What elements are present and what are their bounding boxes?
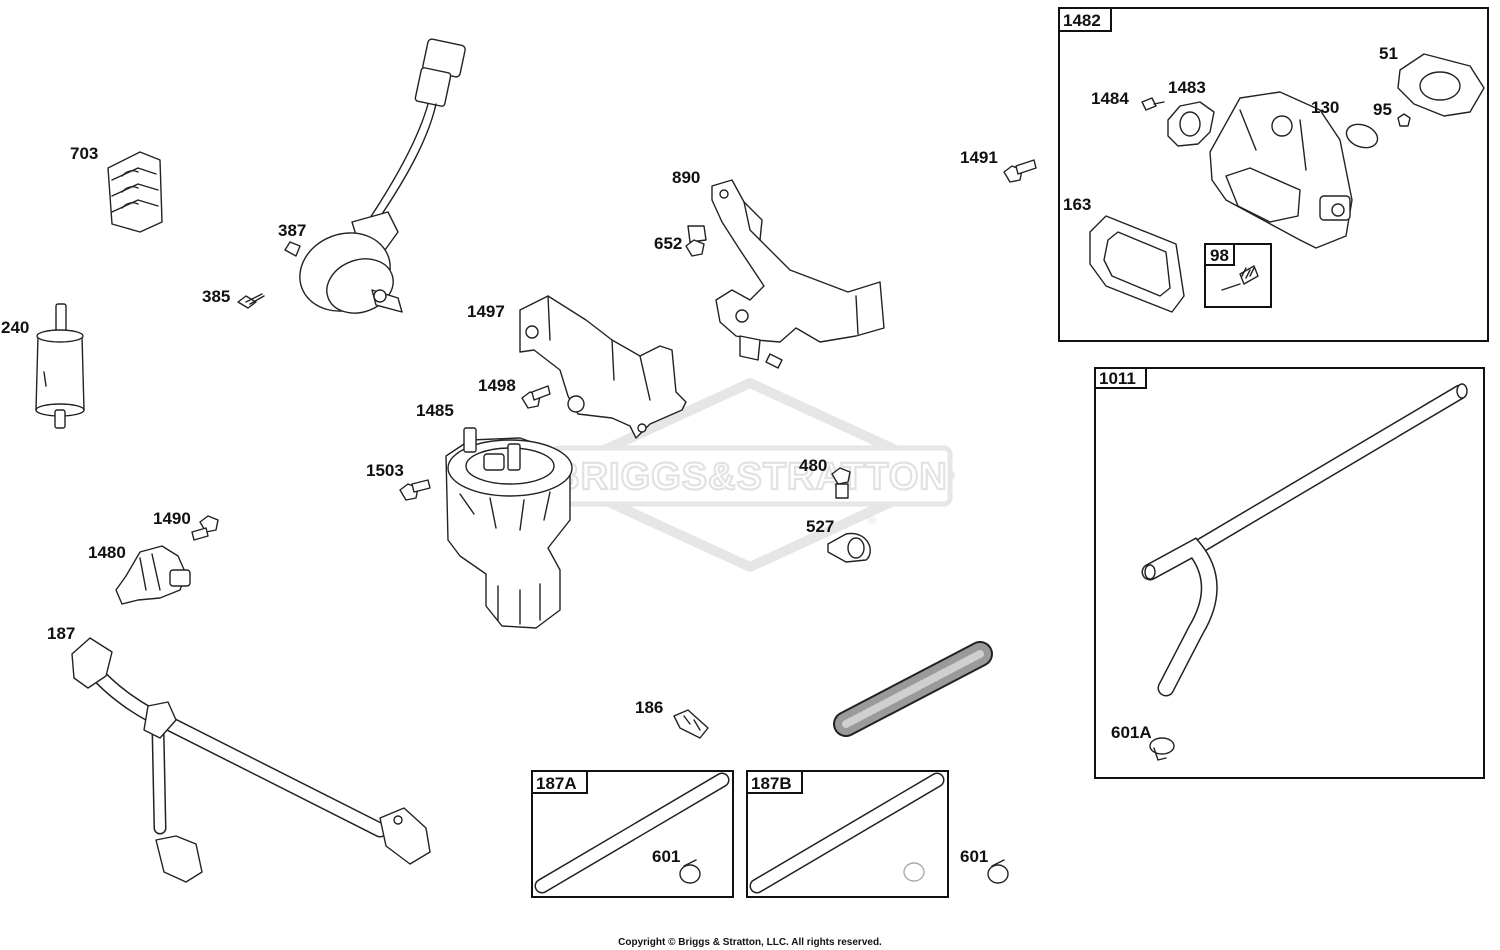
callout-95: 95 <box>1373 100 1392 119</box>
callout-240: 240 <box>1 318 29 337</box>
box-1482: 1482 <box>1058 7 1489 342</box>
part-130-plate <box>1345 123 1379 149</box>
part-1485-fuel-module <box>445 427 573 629</box>
box-187A-label: 187A <box>536 774 577 793</box>
part-1484-screw <box>1141 97 1165 111</box>
box-187A: 187A <box>531 770 734 898</box>
part-385-screw <box>237 293 265 309</box>
part-throttle-body <box>1209 91 1353 249</box>
copyright-footer: Copyright © Briggs & Stratton, LLC. All … <box>618 937 882 948</box>
part-703-clip <box>107 151 163 233</box>
part-1497-bracket <box>519 295 687 439</box>
box-187B: 187B <box>746 770 949 898</box>
callout-480: 480 <box>799 456 827 475</box>
part-95-screw <box>1397 113 1411 127</box>
part-480-bolt <box>831 467 851 499</box>
part-601-clamp-loose <box>987 859 1009 884</box>
callout-1480: 1480 <box>88 543 126 562</box>
part-163-gasket <box>1089 215 1185 313</box>
part-601A-clamp <box>1149 737 1175 761</box>
callout-601-loose: 601 <box>960 847 988 866</box>
callout-527: 527 <box>806 517 834 536</box>
callout-601-187A: 601 <box>652 847 680 866</box>
part-890-bracket <box>711 179 885 369</box>
callout-130: 130 <box>1311 98 1339 117</box>
part-1483-adapter <box>1167 101 1215 147</box>
part-187-fuel-line <box>71 637 431 883</box>
callout-1485: 1485 <box>416 401 454 420</box>
part-652-bolt <box>685 225 707 257</box>
box-98: 98 <box>1204 243 1272 308</box>
callout-601A: 601A <box>1111 723 1152 742</box>
part-sleeve <box>833 641 993 737</box>
callout-labels: 703 387 385 240 890 652 1491 1497 1498 1… <box>1 144 998 866</box>
callout-186: 186 <box>635 698 663 717</box>
part-186-connector <box>673 709 709 739</box>
part-1503-bolt <box>399 479 431 501</box>
callout-652: 652 <box>654 234 682 253</box>
part-1498-bolt <box>521 385 551 409</box>
callout-385: 385 <box>202 287 230 306</box>
callout-1484: 1484 <box>1091 89 1129 108</box>
part-51-gasket <box>1397 53 1485 117</box>
callout-1497: 1497 <box>467 302 505 321</box>
box-1011: 1011 601A <box>1094 367 1485 779</box>
box-187B-label: 187B <box>751 774 792 793</box>
part-1480-injector <box>115 545 191 605</box>
box-98-label: 98 <box>1210 246 1229 265</box>
part-1491-bolt <box>1003 159 1037 183</box>
callout-703: 703 <box>70 144 98 163</box>
watermark-brand: BRIGGS&STRATTON <box>552 456 948 498</box>
callout-1483: 1483 <box>1168 78 1206 97</box>
watermark-registered-mark: ® <box>868 515 876 527</box>
callout-163: 163 <box>1063 195 1091 214</box>
callout-51: 51 <box>1379 44 1398 63</box>
callout-890: 890 <box>672 168 700 187</box>
brand-watermark: BRIGGS&STRATTON ® <box>545 378 955 572</box>
part-601-clamp-187A <box>679 859 701 884</box>
callout-1498: 1498 <box>478 376 516 395</box>
part-387-fuel-pump <box>284 38 466 314</box>
part-240-fuel-filter <box>35 303 85 429</box>
callout-1503: 1503 <box>366 461 404 480</box>
callout-1491: 1491 <box>960 148 998 167</box>
box-1482-label: 1482 <box>1063 11 1101 30</box>
callout-387: 387 <box>278 221 306 240</box>
callout-187: 187 <box>47 624 75 643</box>
part-1490-bolt <box>191 515 219 541</box>
callout-1490: 1490 <box>153 509 191 528</box>
box-1011-label: 1011 <box>1099 369 1136 388</box>
part-527-clamp <box>827 532 871 563</box>
